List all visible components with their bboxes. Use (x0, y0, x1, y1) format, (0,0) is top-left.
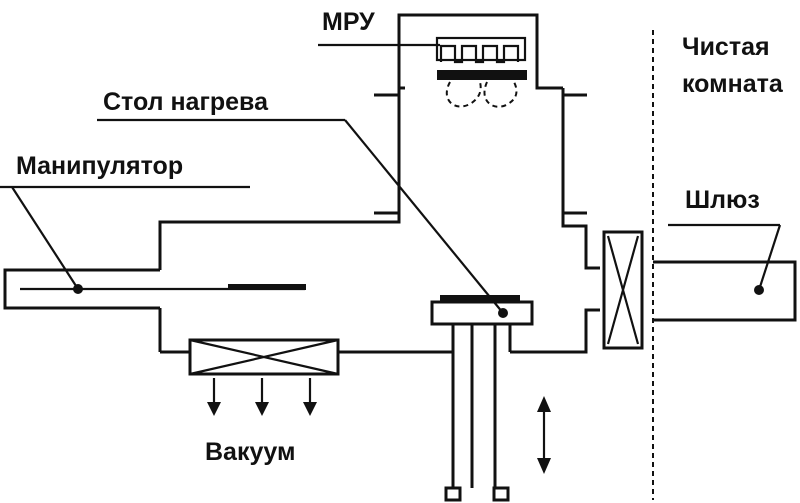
label-airlock: Шлюз (685, 186, 760, 214)
heating-table-sample (440, 295, 520, 301)
heating-table (430, 295, 551, 502)
mru-plate (437, 70, 527, 80)
mru-flux-arc-right (483, 81, 518, 108)
vacuum-valve (160, 338, 340, 416)
mru-heater-frame (435, 36, 527, 62)
airlock-valve (602, 230, 644, 350)
up-down-arrow-icon (537, 396, 551, 474)
label-mru: МРУ (322, 8, 375, 36)
mru-housing (397, 13, 563, 108)
manipulator (3, 268, 306, 310)
label-manipulator: Манипулятор (16, 152, 183, 180)
vacuum-arrows (207, 378, 317, 416)
label-vacuum: Вакуум (205, 438, 295, 466)
leader-lines (0, 43, 782, 314)
manipulator-sample (228, 284, 306, 290)
label-clean-room-line1: Чистая (682, 33, 770, 61)
label-clean-room-line2: комната (682, 70, 784, 98)
mru-flux-arc-left (445, 81, 482, 108)
clean-room-side (652, 30, 797, 500)
label-heating-table: Стол нагрева (103, 88, 269, 116)
mru-comb-icon (439, 44, 520, 64)
chamber-outline (158, 88, 600, 354)
